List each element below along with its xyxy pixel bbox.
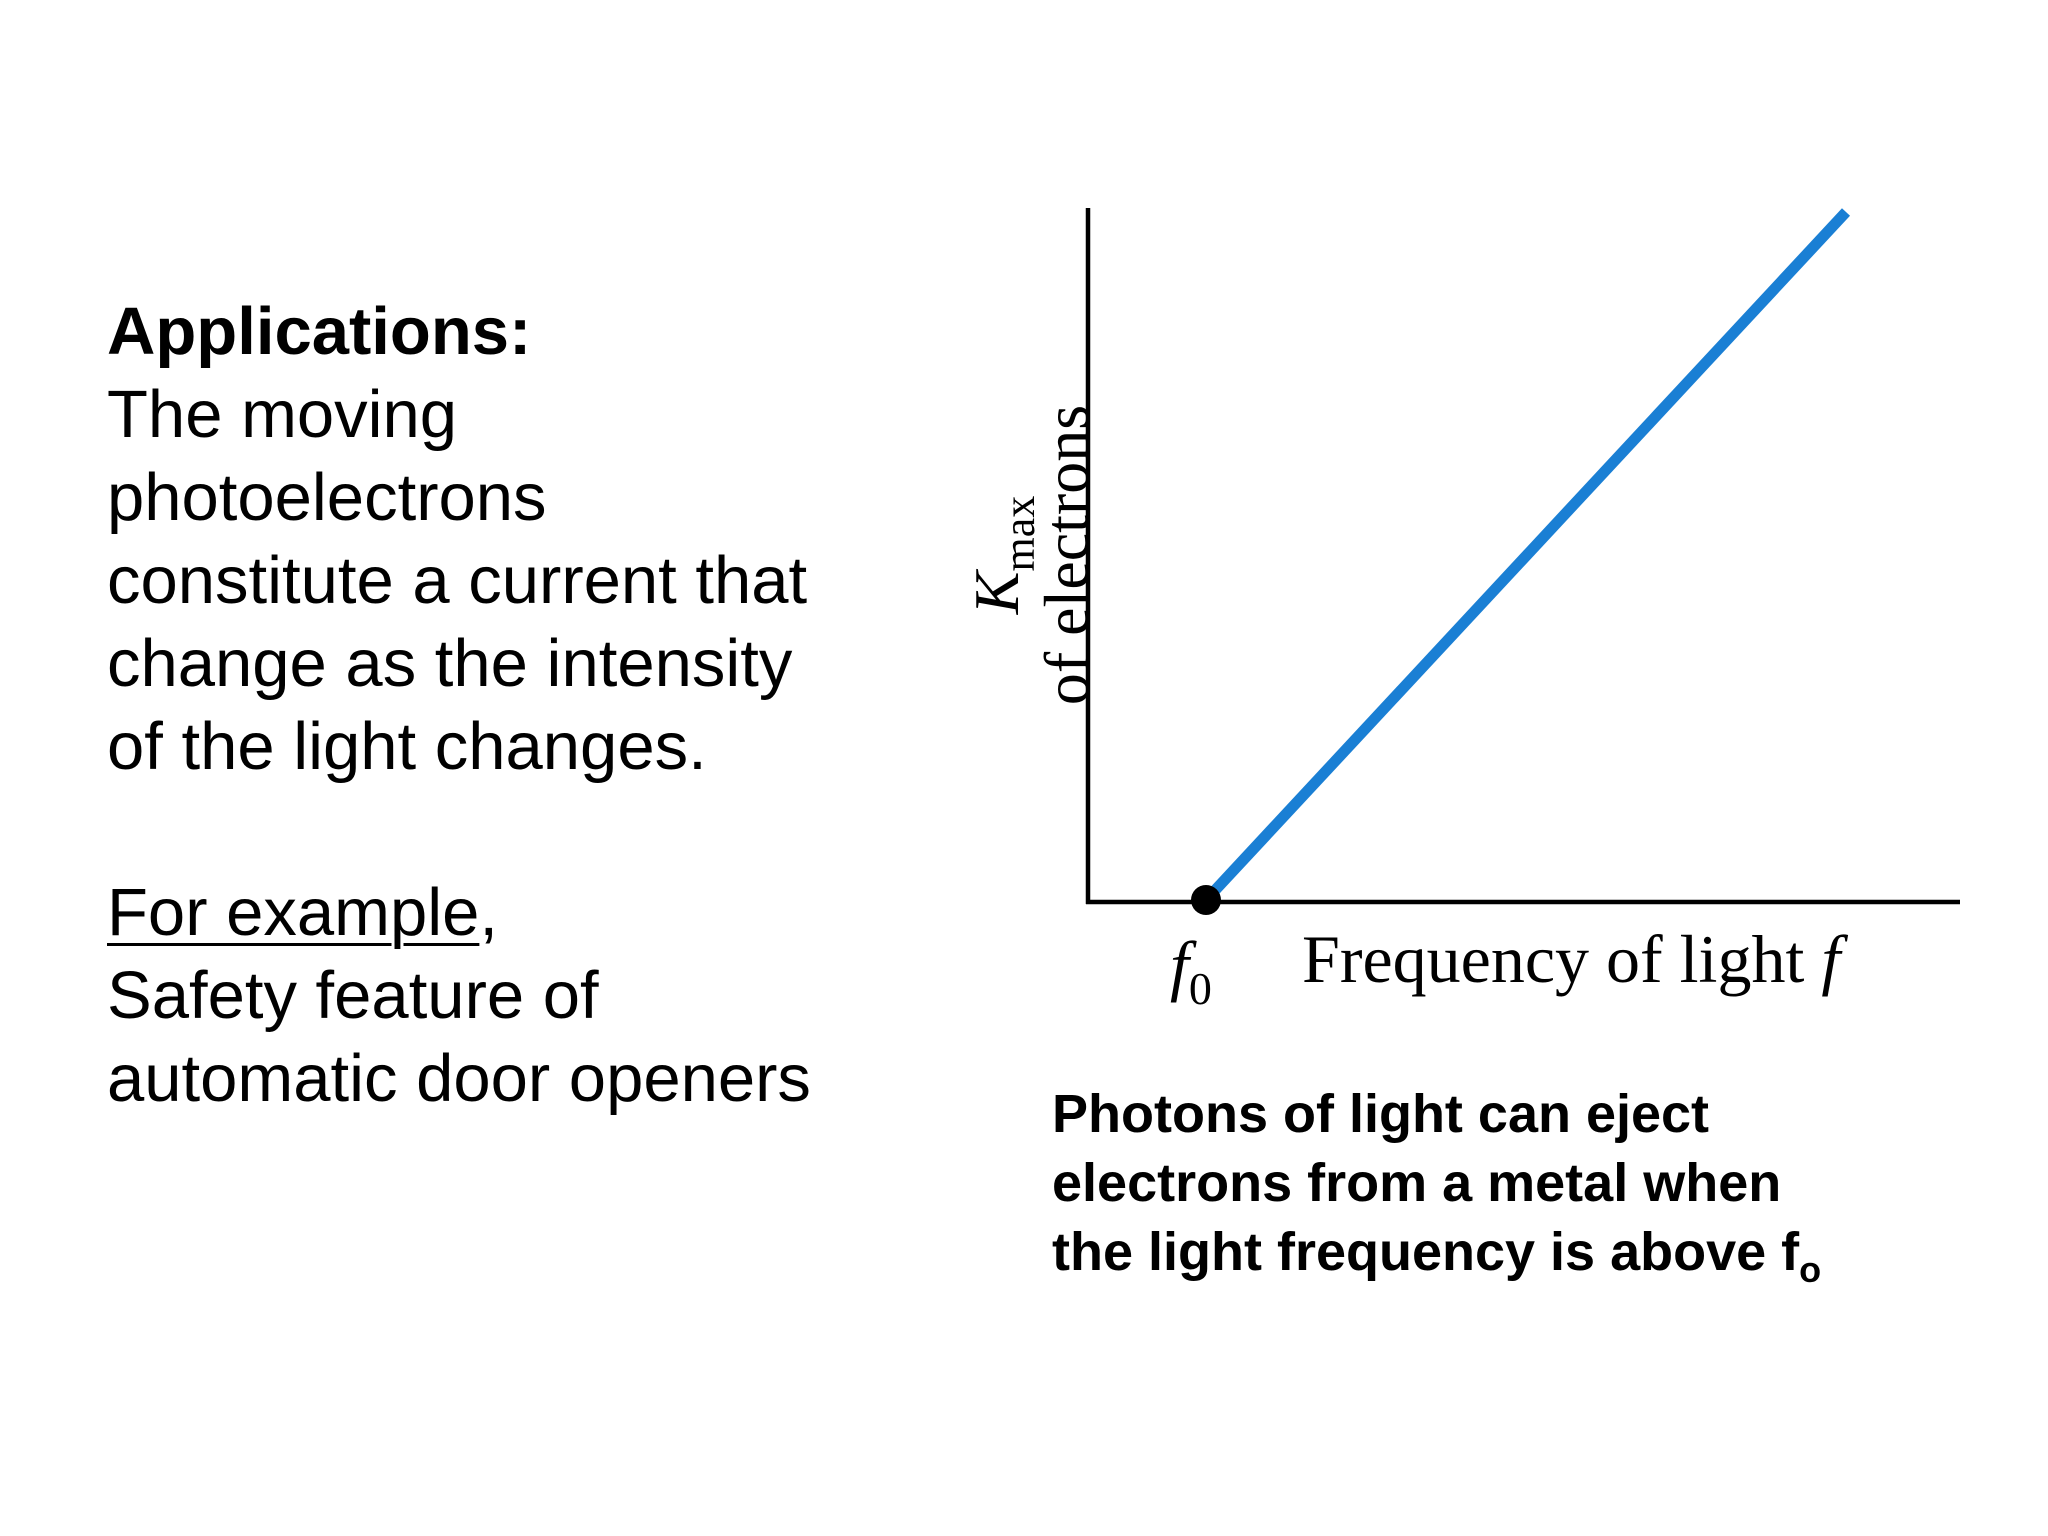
body-line: photoelectrons bbox=[107, 460, 547, 535]
x-axis-label-symbol: f bbox=[1821, 921, 1848, 997]
caption-line: Photons of light can eject bbox=[1052, 1084, 1710, 1144]
x-axis-label-text: Frequency of light bbox=[1302, 921, 1804, 997]
x-axis-label-space bbox=[1804, 921, 1821, 997]
y-axis-label-line1: Kmax bbox=[961, 496, 1044, 615]
example-label: For example bbox=[107, 875, 480, 950]
example-line: Safety feature of bbox=[107, 958, 599, 1033]
body-line: change as the intensity bbox=[107, 626, 793, 701]
y-axis-symbol: K bbox=[961, 568, 1032, 615]
x-axis-label: Frequency of light f bbox=[1302, 921, 1848, 997]
applications-text-block: Applications: The moving photoelectrons … bbox=[107, 290, 867, 1120]
threshold-frequency-marker bbox=[1191, 885, 1221, 915]
caption-line-text: the light frequency is above f bbox=[1052, 1222, 1800, 1282]
example-label-punct: , bbox=[479, 875, 498, 950]
caption-line: electrons from a metal when bbox=[1052, 1153, 1782, 1213]
applications-heading: Applications: bbox=[107, 294, 532, 369]
caption-subscript: o bbox=[1799, 1249, 1822, 1290]
y-axis-label-line2: of electrons bbox=[1031, 405, 1102, 705]
threshold-subscript: 0 bbox=[1189, 963, 1212, 1014]
caption-line-last: the light frequency is above fo bbox=[1052, 1218, 1952, 1290]
body-line: of the light changes. bbox=[107, 709, 707, 784]
y-axis-subscript: max bbox=[995, 496, 1044, 572]
body-line: The moving bbox=[107, 377, 458, 452]
example-label-line: For example, bbox=[107, 871, 867, 954]
y-axis-label: Kmax of electrons bbox=[961, 405, 1102, 705]
body-line: constitute a current that bbox=[107, 543, 808, 618]
example-line: automatic door openers bbox=[107, 1041, 811, 1116]
kmax-line bbox=[1201, 208, 1851, 904]
figure-caption: Photons of light can eject electrons fro… bbox=[1052, 1080, 1952, 1290]
threshold-label: f0 bbox=[1170, 927, 1212, 1014]
